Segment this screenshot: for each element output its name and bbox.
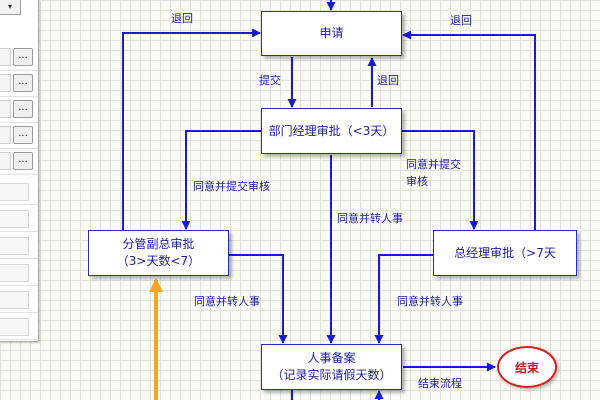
property-row: ...	[0, 44, 38, 71]
property-field[interactable]	[0, 264, 29, 282]
edge-label-submit: 提交	[259, 74, 281, 87]
property-field[interactable]	[0, 48, 11, 66]
property-row: ...	[0, 70, 38, 97]
property-field[interactable]	[0, 291, 29, 309]
edge-label-agree-submit-right-2: 审核	[406, 175, 428, 188]
property-field[interactable]	[0, 237, 29, 255]
edge-return-gm	[402, 30, 536, 230]
property-row	[0, 178, 38, 205]
node-gm-approval[interactable]: 总经理审批（>7天	[433, 230, 577, 276]
browse-button[interactable]: ...	[13, 100, 33, 118]
node-deputy-label-2: （3>天数<7）	[116, 254, 201, 268]
node-hr-record[interactable]: 人事备案 （记录实际请假天数）	[261, 344, 402, 390]
edge-return-deputy	[122, 28, 261, 230]
browse-button[interactable]: ...	[13, 152, 33, 170]
edge-label-return-mid: 退回	[377, 74, 399, 87]
properties-panel: ▾ ... ... ... ... ...	[0, 0, 39, 342]
edge-label-agree-submit-right-1: 同意并提交	[406, 158, 461, 171]
property-row: ...	[0, 148, 38, 175]
edge-label-agree-submit-left: 同意并提交审核	[193, 180, 270, 193]
node-hr-label-1: 人事备案	[307, 351, 356, 365]
property-row	[0, 232, 38, 259]
browse-button[interactable]: ...	[13, 126, 33, 144]
browse-button[interactable]: ...	[13, 74, 33, 92]
edge-dept-to-deputy	[181, 130, 266, 230]
browse-button[interactable]: ...	[13, 48, 33, 66]
node-dept-label: 部门经理审批（<3天）	[268, 123, 395, 138]
property-row: ...	[0, 122, 38, 149]
node-end-label: 结束	[514, 360, 539, 375]
node-apply-label: 申请	[319, 26, 344, 40]
node-dept-approval[interactable]: 部门经理审批（<3天）	[261, 108, 402, 154]
property-row: ...	[0, 96, 38, 123]
property-field[interactable]	[0, 210, 29, 228]
edge-label-end-flow: 结束流程	[418, 377, 462, 390]
edge-deputy-to-hr	[228, 254, 288, 344]
property-row	[0, 259, 38, 286]
edge-dept-to-gm	[398, 130, 479, 230]
property-field[interactable]	[0, 183, 29, 201]
property-row	[0, 205, 38, 232]
edge-label-agree-hr-left: 同意并转人事	[194, 295, 260, 308]
property-row	[0, 313, 38, 340]
property-field[interactable]	[0, 152, 11, 170]
property-field[interactable]	[0, 318, 29, 336]
edge-label-agree-hr-mid: 同意并转人事	[337, 212, 403, 225]
property-field[interactable]	[0, 126, 11, 144]
edge-gm-to-hr	[374, 254, 433, 344]
node-gm-label: 总经理审批（>7天	[454, 245, 556, 260]
edge-label-return-right: 退回	[450, 14, 472, 27]
property-field[interactable]	[0, 100, 11, 118]
dropdown-button[interactable]: ▾	[0, 0, 21, 15]
node-end[interactable]: 结束	[497, 346, 557, 388]
edge-label-return-left: 退回	[171, 12, 193, 25]
property-field[interactable]	[0, 74, 11, 92]
node-apply[interactable]: 申请	[261, 11, 402, 56]
edge-label-agree-hr-right: 同意并转人事	[397, 295, 463, 308]
node-deputy-approval[interactable]: 分管副总审批 （3>天数<7）	[88, 230, 229, 276]
property-row	[0, 286, 38, 313]
node-deputy-label-1: 分管副总审批	[122, 237, 195, 251]
node-hr-label-2: （记录实际请假天数）	[271, 368, 392, 382]
